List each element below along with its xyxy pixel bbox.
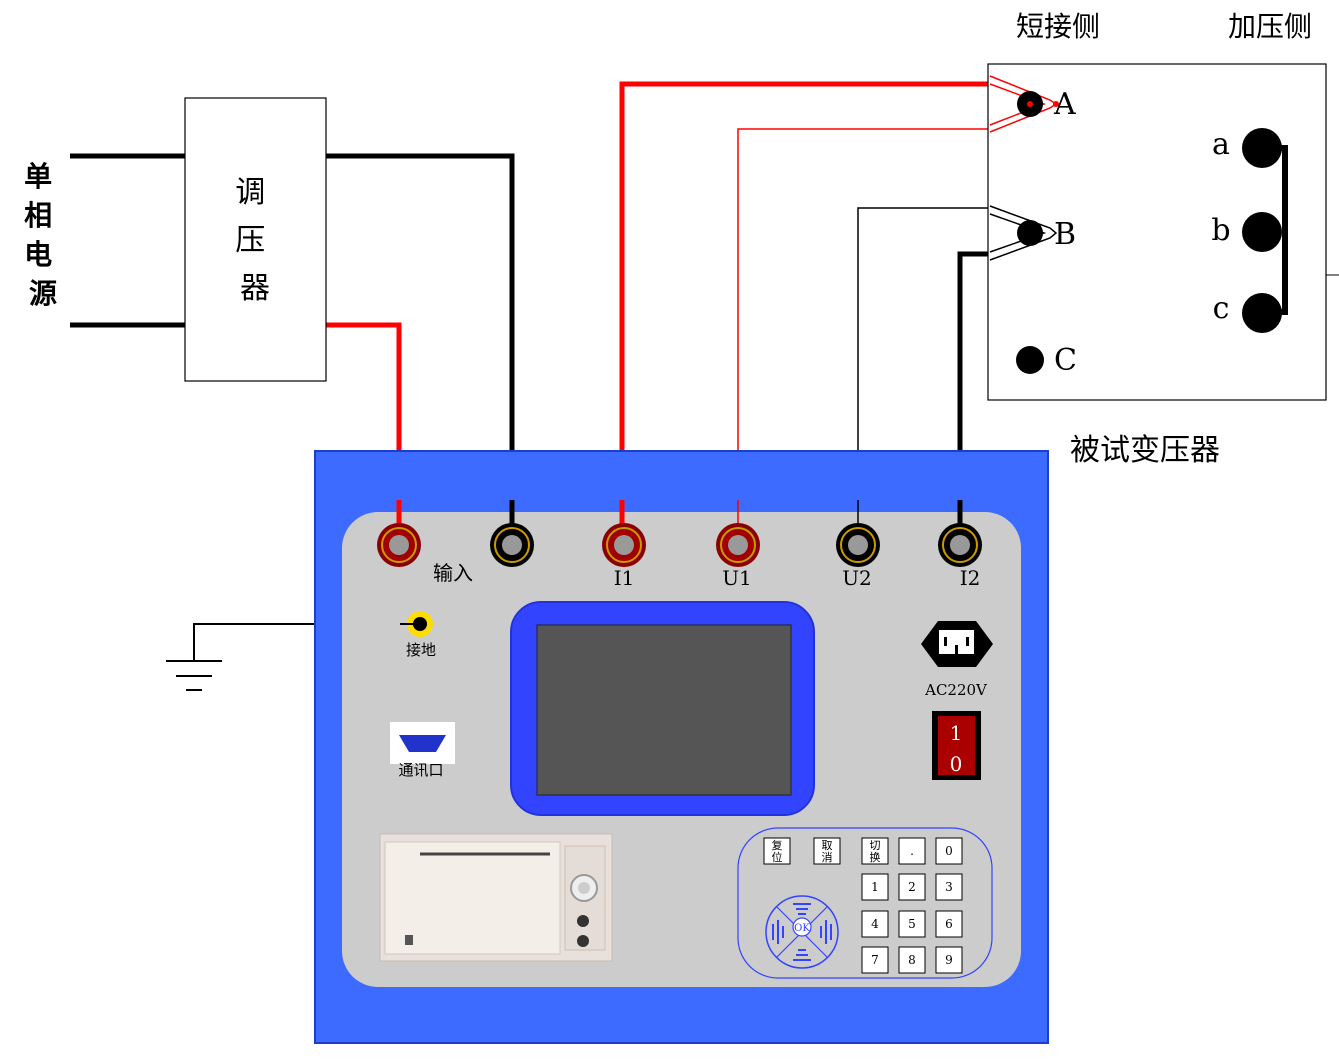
wire-u1	[737, 128, 990, 545]
key-label: 9	[945, 953, 953, 967]
svg-text:切换: 切换	[870, 839, 881, 864]
key-dot[interactable]: .	[898, 837, 926, 865]
key-label: 2	[908, 880, 916, 894]
key-7[interactable]: 7	[861, 946, 889, 974]
svg-text:取消: 取消	[822, 839, 833, 864]
u2-label: U2	[842, 566, 872, 590]
wire-i1	[619, 81, 990, 545]
nav-left-icon	[772, 920, 784, 944]
ground-symbol	[166, 660, 222, 691]
terminal-b	[1017, 220, 1043, 246]
ok-key	[792, 917, 812, 937]
regulator-label: 调 压 器	[235, 175, 275, 306]
instrument-terminals	[377, 523, 982, 567]
terminal-a-label: A	[1053, 87, 1076, 122]
power-socket	[921, 621, 993, 667]
terminal-c-lv-label: c	[1213, 291, 1230, 326]
u2-terminal	[836, 523, 880, 567]
key-6[interactable]: 6	[935, 910, 963, 938]
key-5[interactable]: 5	[898, 910, 926, 938]
side-short-label: 短接侧	[1016, 10, 1100, 43]
switch-on-label: 1	[950, 721, 963, 745]
voltage-regulator-box	[184, 97, 327, 382]
terminal-b-lv	[1242, 212, 1282, 252]
power-switch[interactable]: 1 0	[932, 711, 981, 780]
hv-terminals: A B C	[989, 75, 1077, 378]
comm-port	[390, 722, 455, 764]
terminal-a-lv-label: a	[1212, 127, 1230, 162]
side-voltage-label: 加压侧	[1228, 10, 1312, 43]
wires	[70, 81, 990, 660]
key-label: 3	[945, 880, 953, 894]
i1-terminal	[602, 523, 646, 567]
nav-up-icon	[793, 903, 811, 915]
nav-pad[interactable]: OK	[765, 895, 839, 969]
key-3[interactable]: 3	[935, 873, 963, 901]
key-reset[interactable]: 复位	[763, 837, 791, 865]
input-red-terminal	[377, 523, 421, 567]
switch-off-label: 0	[950, 752, 963, 776]
keypad: 复位 取消 切换 . 0 1 2 3 4 5 6 7 8 9 OK	[737, 827, 993, 979]
input-label: 输入	[433, 561, 473, 585]
key-switch[interactable]: 切换	[861, 837, 889, 865]
key-label: 0	[945, 844, 953, 858]
key-1[interactable]: 1	[861, 873, 889, 901]
key-9[interactable]: 9	[935, 946, 963, 974]
printer-button-2	[577, 935, 589, 947]
i1-label: I1	[614, 566, 635, 590]
key-0[interactable]: 0	[935, 837, 963, 865]
wire-u2	[857, 207, 990, 545]
terminal-a-lv	[1242, 128, 1282, 168]
nav-down-icon	[793, 949, 811, 961]
terminal-b-label: B	[1054, 217, 1076, 252]
key-label: 4	[871, 917, 879, 931]
key-label: 7	[871, 953, 879, 967]
wire-i2	[957, 251, 990, 545]
key-cancel[interactable]: 取消	[813, 837, 841, 865]
transformer-title: 被试变压器	[1070, 433, 1220, 468]
key-label: 5	[908, 917, 916, 931]
power-label: AC220V	[924, 681, 988, 699]
key-4[interactable]: 4	[861, 910, 889, 938]
terminal-c	[1016, 346, 1044, 374]
key-8[interactable]: 8	[898, 946, 926, 974]
display-screen	[536, 624, 792, 796]
comm-port-icon	[399, 735, 446, 752]
u1-terminal	[716, 523, 760, 567]
ground-terminal	[400, 611, 433, 637]
i2-label: I2	[960, 566, 981, 590]
wire-regulator-black	[326, 153, 515, 545]
terminal-b-lv-label: b	[1211, 213, 1230, 248]
comm-label: 通讯口	[398, 761, 443, 779]
ground-label: 接地	[406, 641, 436, 659]
printer-button-1	[577, 915, 589, 927]
input-black-terminal	[490, 523, 534, 567]
key-label: 8	[908, 953, 916, 967]
i2-terminal	[938, 523, 982, 567]
ok-label: OK	[794, 923, 810, 934]
key-2[interactable]: 2	[898, 873, 926, 901]
nav-right-icon	[820, 920, 832, 944]
terminal-c-lv	[1242, 293, 1282, 333]
svg-text:复位: 复位	[772, 838, 783, 864]
key-label: 6	[945, 917, 953, 931]
lv-terminals: a b c	[1211, 127, 1288, 333]
u1-label: U1	[722, 566, 752, 590]
key-label: .	[910, 844, 914, 858]
source-label: 单 相 电 源	[24, 160, 62, 310]
terminal-c-label: C	[1054, 343, 1077, 378]
printer	[379, 833, 613, 962]
key-label: 1	[871, 880, 879, 894]
